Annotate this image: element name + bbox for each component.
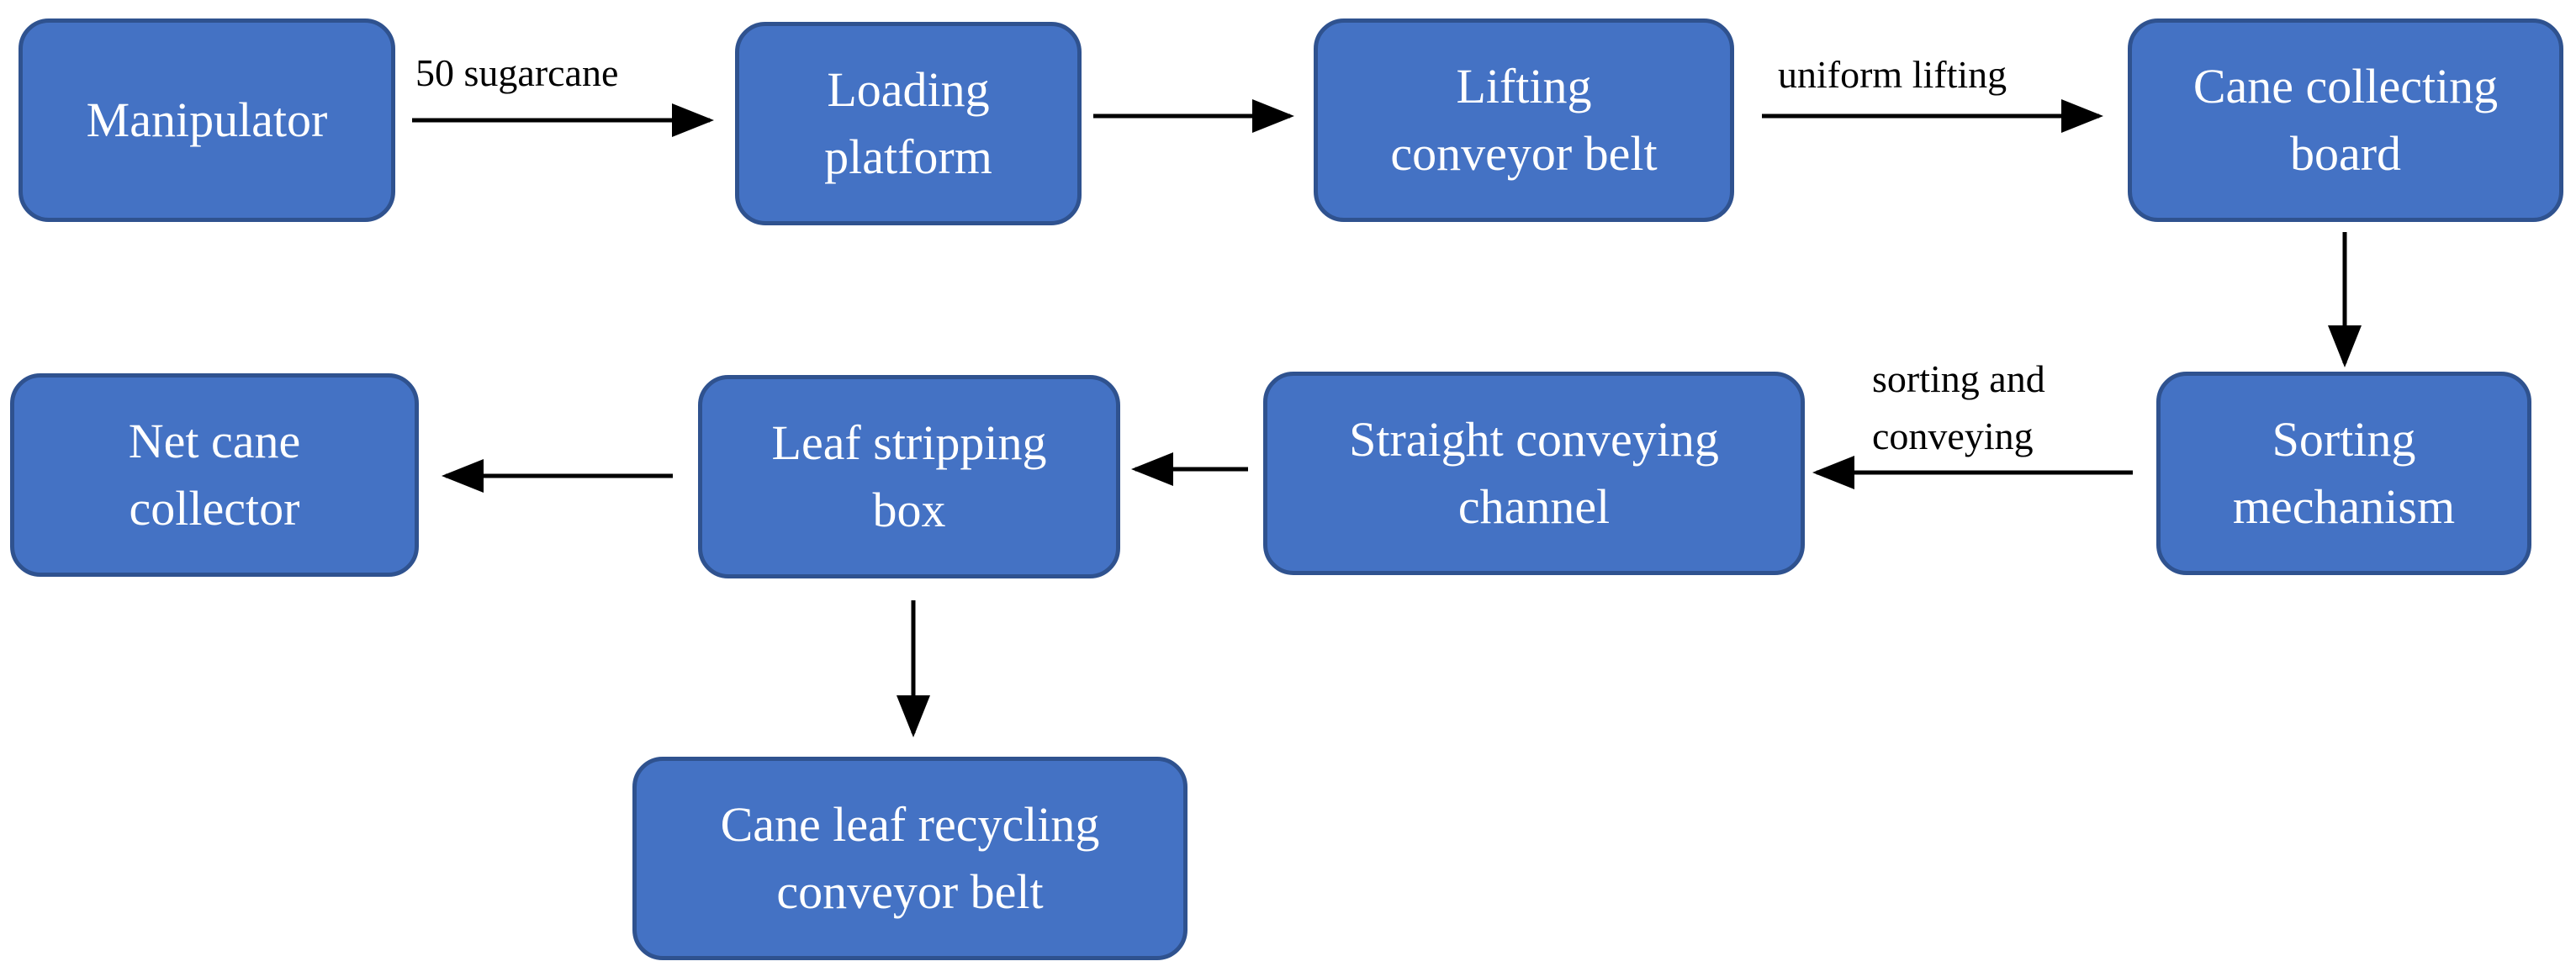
node-straight-conveying-channel-label-line2: channel: [1457, 479, 1611, 534]
node-sorting-mechanism-label-line1: Sorting: [2272, 412, 2416, 467]
node-straight-conveying-channel: Straight conveying channel: [1263, 372, 1805, 575]
node-lifting-conveyor-belt-label-line1: Lifting: [1456, 59, 1592, 114]
node-loading-platform: Loading platform: [735, 22, 1082, 225]
node-cane-collecting-board: Cane collecting board: [2128, 18, 2563, 222]
node-manipulator: Manipulator: [19, 18, 395, 222]
node-net-cane-collector-label-line2: collector: [129, 481, 300, 536]
node-sorting-mechanism-label-line2: mechanism: [2232, 479, 2456, 534]
node-cane-collecting-board-label-line2: board: [2289, 126, 2402, 181]
node-leaf-stripping-box-label-line2: box: [872, 483, 946, 537]
edge-label-sorting-and-conveying-line1: sorting and: [1872, 357, 2045, 400]
edge-label-50-sugarcane: 50 sugarcane: [415, 51, 619, 94]
edge-label-uniform-lifting: uniform lifting: [1778, 53, 2007, 96]
node-net-cane-collector: Net cane collector: [10, 373, 419, 577]
node-leaf-stripping-box-label-line1: Leaf stripping: [771, 415, 1047, 470]
node-lifting-conveyor-belt-label-line2: conveyor belt: [1390, 126, 1658, 181]
node-loading-platform-label-line1: Loading: [827, 62, 990, 117]
node-cane-leaf-recycling-conveyor-belt: Cane leaf recycling conveyor belt: [632, 757, 1187, 960]
node-manipulator-label: Manipulator: [86, 92, 328, 147]
node-lifting-conveyor-belt: Lifting conveyor belt: [1314, 18, 1734, 222]
node-cane-leaf-recycling-conveyor-belt-label-line1: Cane leaf recycling: [720, 797, 1100, 852]
edge-label-sorting-and-conveying-line2: conveying: [1872, 415, 2034, 457]
node-cane-collecting-board-label-line1: Cane collecting: [2193, 59, 2499, 114]
node-loading-platform-label-line2: platform: [824, 129, 992, 184]
node-straight-conveying-channel-label-line1: Straight conveying: [1349, 412, 1719, 467]
node-leaf-stripping-box: Leaf stripping box: [698, 375, 1120, 578]
node-net-cane-collector-label-line1: Net cane: [128, 414, 301, 468]
node-sorting-mechanism: Sorting mechanism: [2156, 372, 2531, 575]
node-cane-leaf-recycling-conveyor-belt-label-line2: conveyor belt: [776, 864, 1044, 919]
